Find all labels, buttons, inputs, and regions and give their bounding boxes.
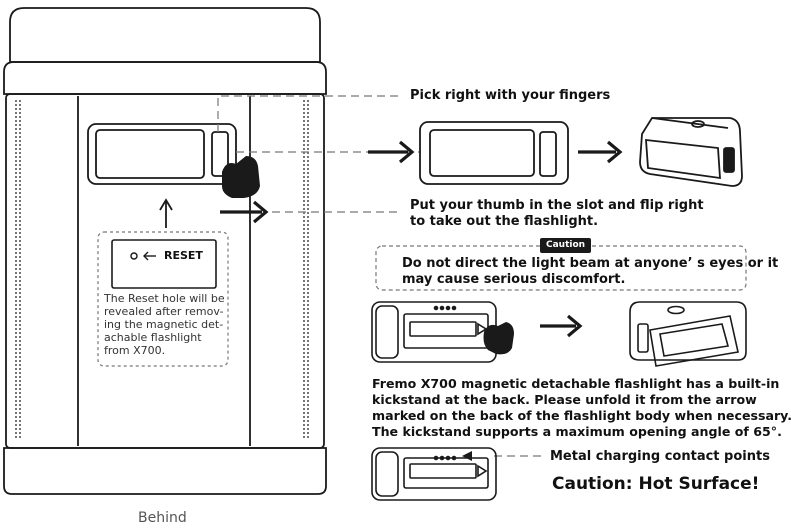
metal-contacts-label: Metal charging contact points	[550, 449, 770, 464]
reset-note-line: revealed after remov-	[104, 305, 224, 318]
leader-lines	[217, 95, 544, 457]
flashlight-3d-illustration	[639, 117, 743, 187]
hand-icon	[222, 156, 260, 198]
caution-line-1: Do not direct the light beam at anyone’ …	[402, 256, 779, 271]
charging-contacts-illustration	[371, 447, 497, 501]
kickstand-line: marked on the back of the flashlight bod…	[372, 408, 791, 423]
kickstand-line: kickstand at the back. Please unfold it …	[372, 392, 757, 407]
thumb-instruction-line-2: to take out the flashlight.	[410, 214, 599, 229]
reset-note-line: achable flashlight	[104, 331, 202, 344]
thumb-instruction-line-1: Put your thumb in the slot and flip righ…	[410, 198, 704, 213]
pick-right-label: Pick right with your fingers	[410, 88, 611, 103]
left-arrow-icon	[143, 251, 156, 261]
step-arrows	[368, 140, 623, 338]
reset-note-line: The Reset hole will be	[104, 292, 225, 305]
flashlight-front-illustration	[419, 121, 569, 185]
kickstand-line: The kickstand supports a maximum opening…	[372, 424, 782, 439]
reset-hole-icon	[130, 252, 138, 260]
slide-right-arrow	[220, 200, 269, 224]
hand-icon	[483, 322, 514, 355]
caution-badge: Caution	[540, 238, 592, 253]
reset-note-line: from X700.	[104, 344, 166, 357]
behind-label: Behind	[138, 510, 187, 526]
caution-line-2: may cause serious discomfort.	[402, 272, 626, 287]
kickstand-line: Fremo X700 magnetic detachable flashligh…	[372, 376, 780, 391]
power-station-illustration	[3, 7, 327, 495]
kickstand-closed-illustration	[371, 301, 497, 363]
kickstand-open-illustration	[629, 301, 747, 367]
reset-info-box	[97, 231, 229, 367]
reset-note-line: ing the magnetic det-	[104, 318, 224, 331]
reset-panel	[111, 239, 217, 289]
pointer-arrow	[462, 451, 472, 461]
reset-button-label: RESET	[164, 249, 203, 262]
hot-surface-warning: Caution: Hot Surface!	[552, 474, 760, 494]
kickstand-description: Fremo X700 magnetic detachable flashligh…	[372, 376, 791, 440]
reset-note: The Reset hole will be revealed after re…	[104, 292, 228, 357]
